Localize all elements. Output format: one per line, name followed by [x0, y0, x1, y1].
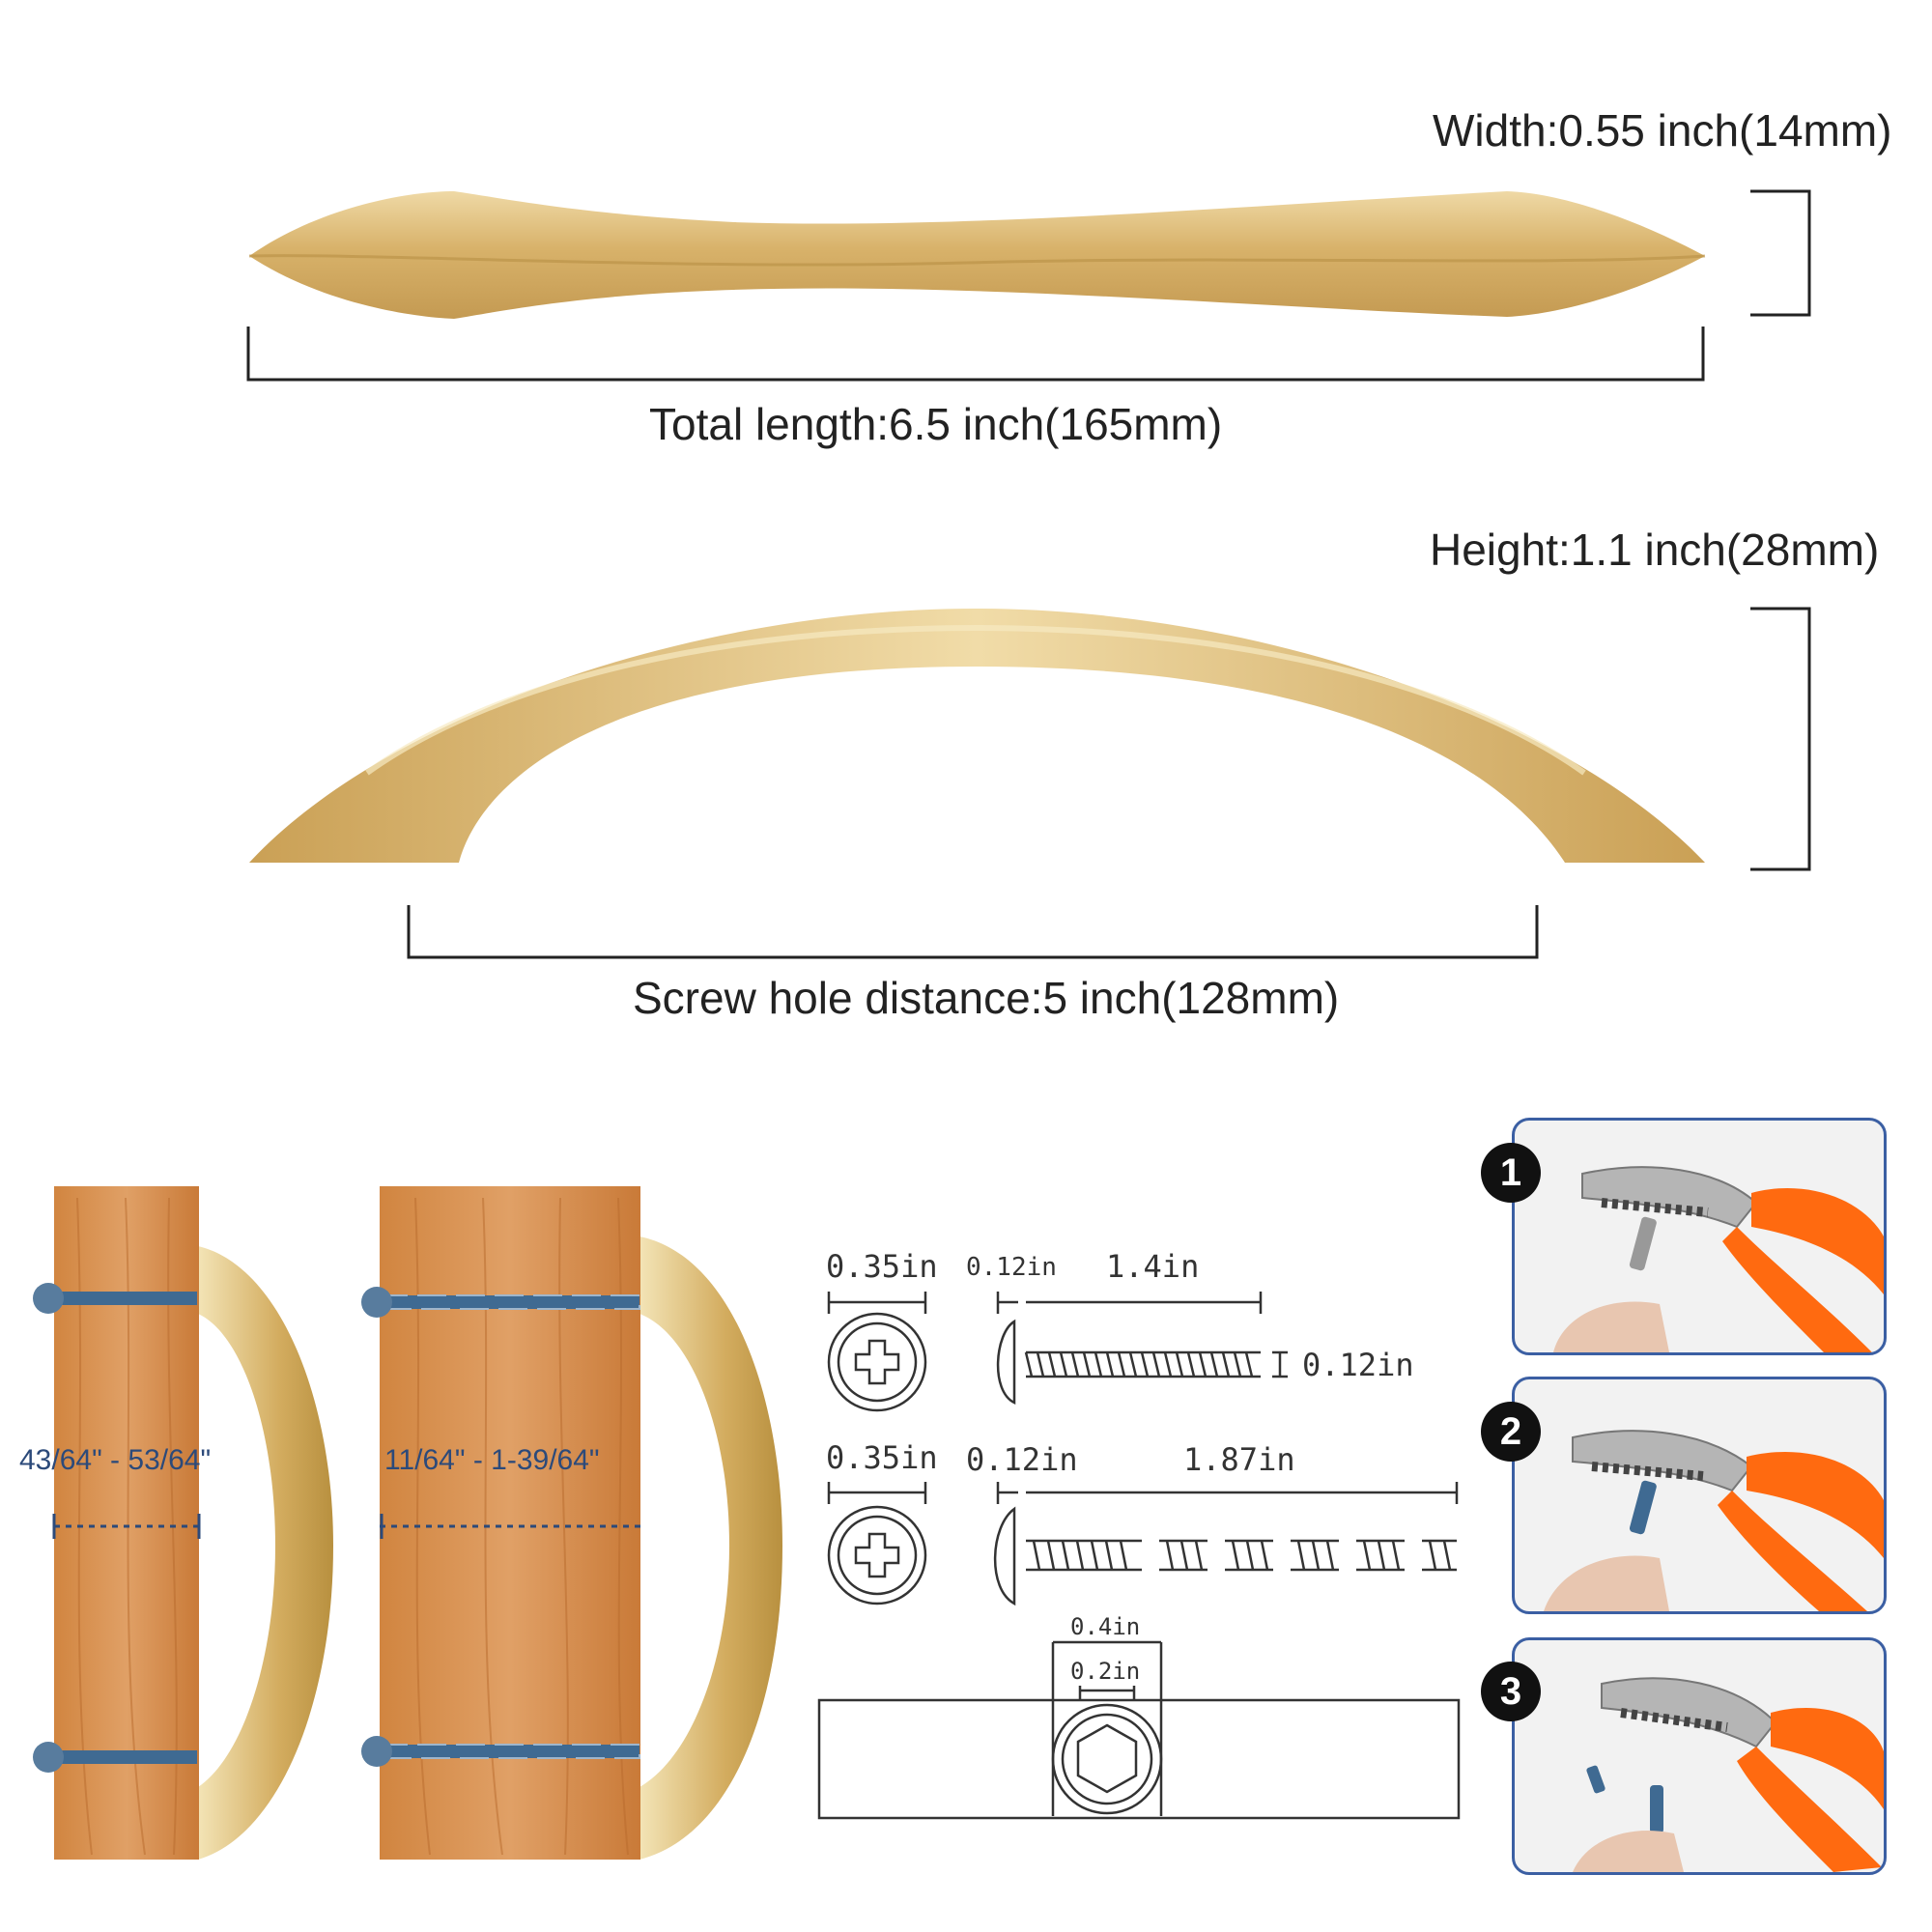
screw-1-head-thickness: 0.12in [966, 1253, 1057, 1282]
handle-top-view [248, 191, 1706, 319]
panel-2-range-label: 11/64" - 1-39/64" [384, 1444, 600, 1476]
step-1-panel [1512, 1118, 1887, 1355]
total-length-bracket [246, 327, 1705, 382]
hole-outer-diameter: 0.4in [1070, 1613, 1140, 1640]
height-label: Height:1.1 inch(28mm) [1430, 525, 1880, 575]
mount-panel-2 [361, 1186, 782, 1860]
width-label: Width:0.55 inch(14mm) [1433, 105, 1892, 156]
step-3-badge: 3 [1481, 1662, 1541, 1721]
step-2-panel [1512, 1377, 1887, 1614]
screw-2-length: 1.87in [1183, 1441, 1295, 1478]
hole-inner-diameter: 0.2in [1070, 1658, 1140, 1685]
screw-1-diagram [827, 1292, 1288, 1412]
total-length-label: Total length:6.5 inch(165mm) [649, 399, 1223, 449]
mount-panel-1 [33, 1186, 333, 1860]
screw-hole-bracket [407, 905, 1539, 959]
handle-side-view [249, 609, 1705, 863]
screw-1-thread-diameter: 0.12in [1302, 1347, 1414, 1383]
pliers-step-2-illustration [1544, 1430, 1884, 1611]
step-3-panel [1512, 1637, 1887, 1875]
height-bracket [1750, 607, 1811, 871]
pliers-step-3-illustration [1573, 1677, 1884, 1872]
step-1-badge: 1 [1481, 1143, 1541, 1203]
screw-2-diagram [827, 1482, 1459, 1606]
pliers-step-1-illustration [1553, 1166, 1884, 1352]
hole-diagram [817, 1640, 1461, 1820]
step-2-badge: 2 [1481, 1402, 1541, 1462]
screw-1-length: 1.4in [1106, 1248, 1199, 1285]
screw-2-head-thickness: 0.12in [966, 1441, 1078, 1478]
screw-2-head-diameter: 0.35in [826, 1439, 938, 1476]
panel-1-range-label: 43/64" - 53/64" [19, 1444, 212, 1476]
screw-1-head-diameter: 0.35in [826, 1248, 938, 1285]
screw-hole-label: Screw hole distance:5 inch(128mm) [633, 973, 1340, 1023]
width-bracket [1750, 189, 1811, 317]
